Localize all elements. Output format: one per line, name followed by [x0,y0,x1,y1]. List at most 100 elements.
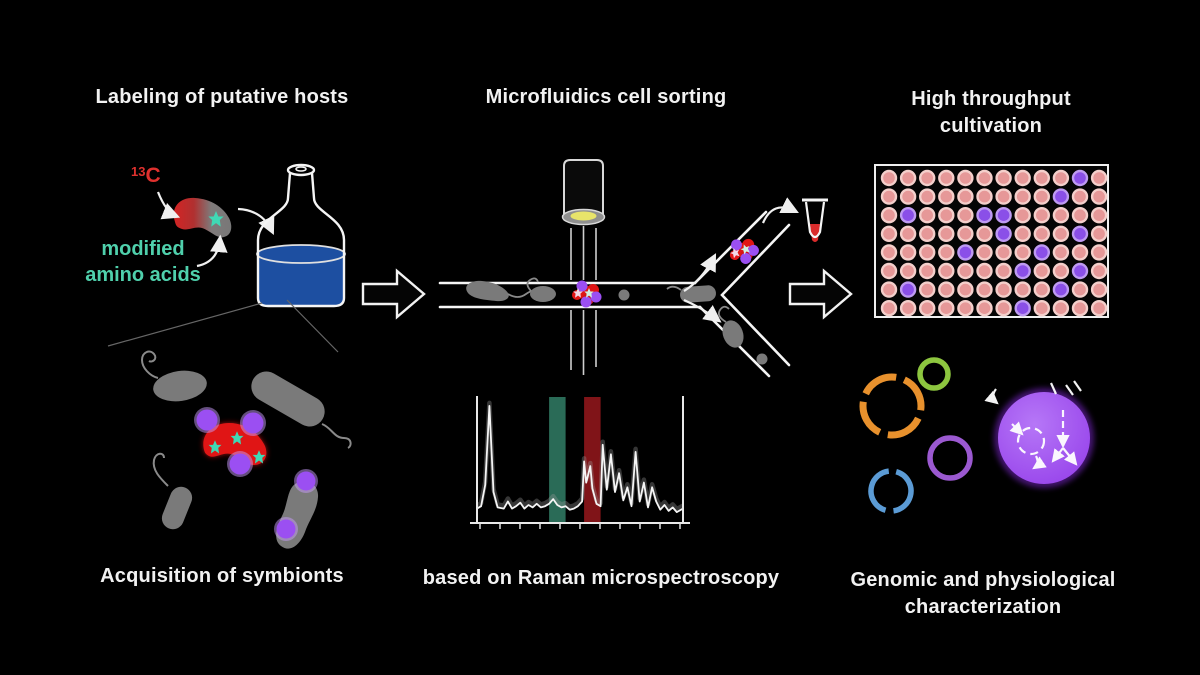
host-bean-shape [173,197,232,238]
well-positive [1014,262,1031,280]
well [899,225,917,243]
bacterium-dot [618,289,630,301]
left-panel-title: Labeling of putative hosts [95,86,349,108]
right-title-line2: cultivation [939,115,1043,137]
surface-mark [1065,384,1074,396]
well [938,206,955,224]
well [919,169,936,187]
well [1014,244,1031,261]
bacterium-rod-large [251,371,325,427]
well [1090,262,1108,280]
well [1014,281,1031,298]
characterized-cell [984,380,1094,488]
well [938,244,955,261]
well [899,262,917,280]
well [957,300,974,317]
well [976,225,993,243]
flagellum [321,423,352,449]
well [976,169,993,187]
right-title-line1: High throughput [911,88,1071,110]
well [1090,244,1108,261]
band-reference-teal [549,397,566,522]
well [957,188,974,205]
well [919,188,936,205]
well [1090,206,1108,224]
magnifier-callout-line-right [286,299,339,353]
well [1071,244,1089,261]
well [995,300,1012,317]
symbiont-dot [196,409,218,431]
band-13c-red [584,397,601,522]
pathway-cycle [1016,426,1046,456]
well [880,169,898,187]
middle-panel-title: Microfluidics cell sorting [485,86,727,108]
well [1033,169,1051,187]
well [938,169,955,187]
well [957,262,974,280]
well [899,169,917,187]
well [1014,225,1031,243]
host-with-symbionts [194,407,267,477]
metabolic-pathways [984,380,1082,470]
pathway-out-arrow [1032,455,1047,470]
amino-line1: modified [101,238,185,260]
amino-line2: amino acids [85,264,201,286]
well [938,188,955,205]
liquid-surface [256,244,346,264]
well [1090,281,1108,298]
well [957,225,974,243]
well [976,281,993,298]
well [995,244,1012,261]
well [1052,262,1070,280]
well-positive [1071,169,1089,187]
well [1052,225,1070,243]
surface-hook-arrow [984,388,999,405]
well [1033,188,1051,205]
flagellum [152,452,169,487]
well [938,225,955,243]
magnified-community [140,350,352,549]
lens-light [570,211,597,221]
well [1052,244,1070,261]
surface-mark [1049,382,1058,395]
tube-sample [810,224,820,242]
symbiont-dot [242,412,264,434]
right-panel-title: High throughput cultivation [911,86,1071,140]
well-positive [1071,225,1089,243]
bacterium-rod-small [161,486,193,530]
plate-wells [880,169,1108,317]
well [938,262,955,280]
flagellum [666,285,682,291]
bottle-outline [256,172,346,308]
well [1071,188,1089,205]
well [938,281,955,298]
well [1033,262,1051,280]
well [1033,281,1051,298]
well-positive [995,206,1012,224]
well [880,300,898,317]
well [880,244,898,261]
plasmids [859,357,973,514]
well [995,281,1012,298]
well-positive [899,281,917,298]
bacterium-oval [530,286,556,302]
right-caption-line1: Genomic and physiological [850,569,1116,591]
arrow-to-tube [761,197,799,224]
well [899,188,917,205]
well-positive [957,244,974,261]
well [1090,300,1108,317]
well [1052,169,1070,187]
arrow-sort-down [683,298,722,323]
labeled-host-cluster [572,281,602,308]
right-caption-line2: characterization [904,596,1062,618]
well [957,169,974,187]
well [880,206,898,224]
well [976,262,993,280]
workflow-arrow-right [788,268,853,320]
well-positive [1052,188,1070,205]
pathway-in-arrow [1009,421,1024,436]
well [1071,281,1089,298]
channel-cells [466,277,716,308]
tube-body [804,201,826,239]
